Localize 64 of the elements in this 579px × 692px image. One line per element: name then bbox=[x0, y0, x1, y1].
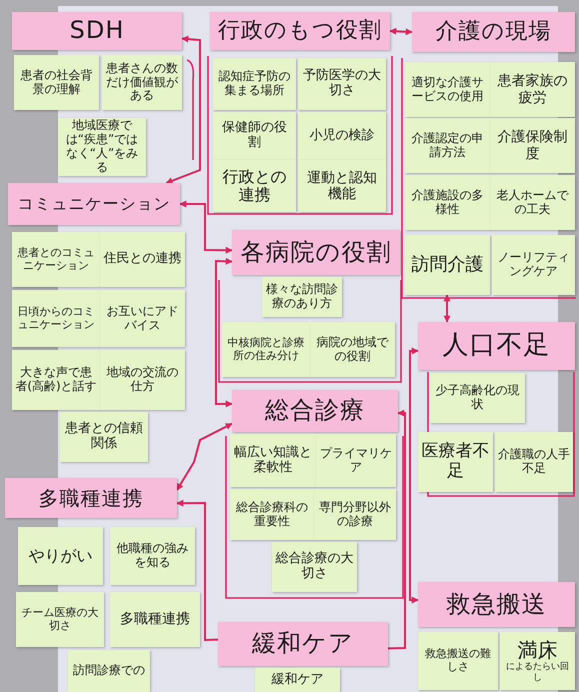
sticky-note: 適切な介護サービスの使用 bbox=[405, 62, 490, 117]
sticky-note: 幅広い知識と柔軟性 bbox=[230, 434, 316, 487]
heading-note: 救急搬送 bbox=[418, 582, 575, 627]
sticky-note: 介護認定の申請方法 bbox=[405, 118, 490, 173]
sticky-note: 他職種の強みを知る bbox=[110, 527, 195, 585]
arrow bbox=[215, 258, 233, 408]
arrow bbox=[176, 422, 233, 491]
sticky-note: 介護職の人手不足 bbox=[495, 432, 573, 492]
sticky-note: 中核病院と診療所の住み分け bbox=[222, 322, 310, 377]
sticky-note: 患者の社会背景の理解 bbox=[14, 55, 99, 110]
sticky-note: 大きな声で患者(高齢)と話す bbox=[12, 350, 100, 410]
sticky-note: 患者との信頼関係 bbox=[60, 412, 148, 462]
sticky-note: 様々な訪問診療のあり方 bbox=[262, 277, 342, 317]
heading-note: 各病院の役割 bbox=[232, 230, 400, 275]
sticky-note: 地域医療では“疾患”ではなく“人”をみる bbox=[58, 118, 146, 176]
sticky-note: ノーリフティングケア bbox=[492, 235, 575, 295]
sticky-note: 救急搬送の難しさ bbox=[418, 632, 498, 690]
sticky-note: 訪問診療での bbox=[68, 650, 150, 692]
sticky-note: 小児の検診 bbox=[298, 112, 386, 160]
heading-note: 総合診療 bbox=[232, 390, 398, 432]
note-text: 満床 bbox=[518, 639, 558, 662]
sticky-note: 保健師の役割 bbox=[213, 112, 296, 160]
arrow bbox=[409, 347, 419, 604]
heading-note: SDH bbox=[12, 12, 182, 50]
heading-note: コミュニケーション bbox=[8, 183, 180, 225]
sticky-note: 患者家族の疲労 bbox=[490, 62, 575, 117]
arrow bbox=[179, 200, 233, 254]
sticky-note: 予防医学の大切さ bbox=[298, 58, 386, 110]
sticky-note: 緩和ケア bbox=[255, 668, 340, 692]
sticky-note: 運動と認知機能 bbox=[298, 160, 386, 212]
heading-note: 多職種連携 bbox=[5, 478, 177, 518]
sticky-note: 介護施設の多様性 bbox=[405, 175, 490, 230]
arrow bbox=[444, 294, 451, 323]
heading-note: 介護の現場 bbox=[412, 12, 575, 52]
sticky-note: 病院の地域での役割 bbox=[310, 322, 395, 377]
sticky-note: やりがい bbox=[18, 527, 103, 585]
sticky-note: 総合診療の大切さ bbox=[272, 542, 357, 592]
heading-note: 緩和ケア bbox=[218, 622, 388, 666]
sticky-note: 総合診療科の重要性 bbox=[230, 489, 314, 540]
arrow bbox=[166, 36, 201, 184]
sticky-note: お互いにアドバイス bbox=[100, 290, 185, 347]
sticky-note: 少子高齢化の現状 bbox=[430, 373, 525, 423]
sticky-note: 訪問介護 bbox=[405, 235, 490, 295]
arrow bbox=[388, 410, 406, 650]
sticky-note: 地域の交流の仕方 bbox=[100, 350, 185, 410]
sticky-note: 行政との連携 bbox=[213, 160, 296, 212]
sticky-note: 医療者不足 bbox=[418, 432, 493, 492]
sticky-note: 患者とのコミュニケーション bbox=[12, 232, 100, 287]
sticky-note: チーム医療の大切さ bbox=[16, 592, 104, 647]
arrow bbox=[389, 28, 413, 36]
sticky-note: 認知症予防の集まる場所 bbox=[213, 58, 296, 110]
heading-note: 人口不足 bbox=[418, 322, 575, 370]
sticky-note: 介護保険制度 bbox=[490, 118, 575, 173]
sticky-note: プライマリケア bbox=[316, 434, 396, 487]
sticky-note: 専門分野以外の診療 bbox=[314, 489, 396, 540]
sticky-note: 住民との連携 bbox=[100, 232, 185, 287]
arrow bbox=[176, 500, 218, 642]
sticky-note: 患者さんの数だけ価値観がある bbox=[102, 55, 182, 110]
sticky-note bbox=[500, 632, 575, 690]
sticky-note: 多職種連携 bbox=[110, 592, 200, 647]
heading-note: 行政のもつ役割 bbox=[210, 12, 390, 50]
note-text: によるたらい回し bbox=[505, 662, 570, 683]
sticky-note: 老人ホームでの工夫 bbox=[490, 175, 575, 230]
sticky-note: 日頃からのコミュニケーション bbox=[12, 290, 100, 347]
